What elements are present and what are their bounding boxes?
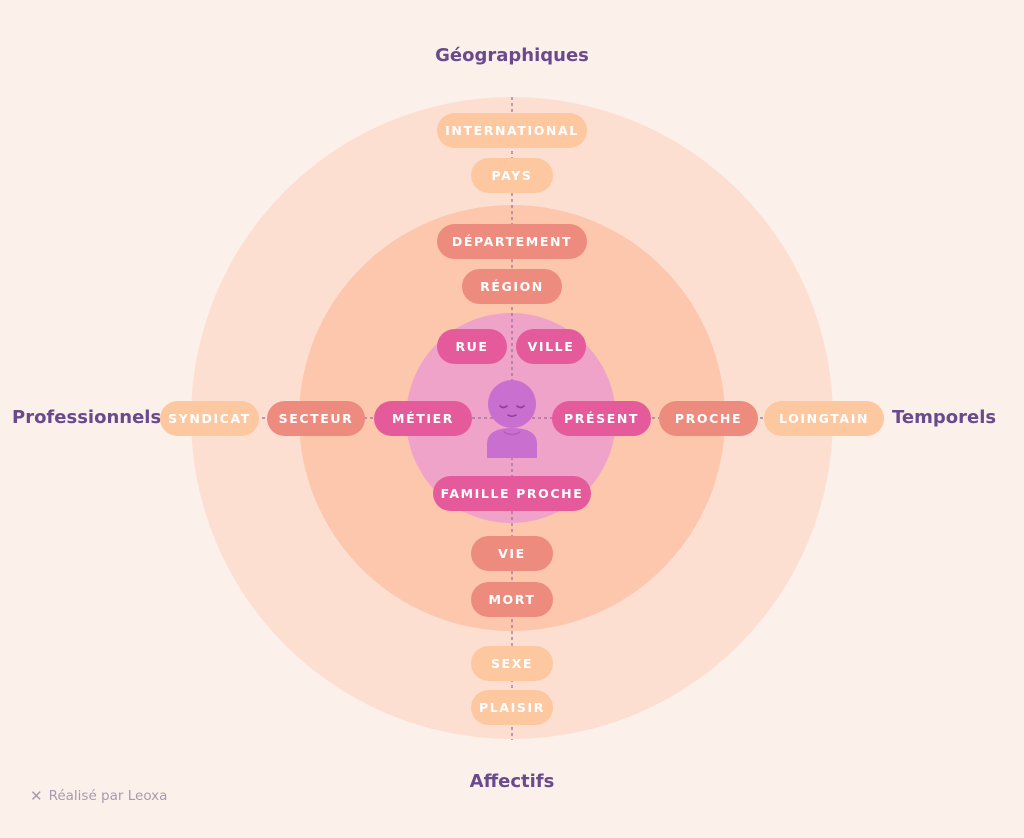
- tag-vie: VIE: [471, 536, 553, 571]
- tag-departement: DÉPARTEMENT: [437, 224, 587, 259]
- tag-present: PRÉSENT: [552, 401, 651, 436]
- tag-famille-proche: FAMILLE PROCHE: [433, 476, 591, 511]
- axis-label-professionnels: Professionnels: [12, 407, 162, 428]
- tag-loingtain: LOINGTAIN: [764, 401, 884, 436]
- axis-label-temporels: Temporels: [892, 407, 997, 428]
- tag-rue: RUE: [437, 329, 507, 364]
- tag-pays: PAYS: [471, 158, 553, 193]
- axis-label-affectifs: Affectifs: [469, 771, 555, 792]
- tag-mort: MORT: [471, 582, 553, 617]
- tag-sexe: SEXE: [471, 646, 553, 681]
- tag-ville: VILLE: [516, 329, 586, 364]
- tag-plaisir: PLAISIR: [471, 690, 553, 725]
- tag-proche: PROCHE: [659, 401, 758, 436]
- credit-text: Réalisé par Leoxa: [48, 788, 168, 804]
- person-icon: [487, 380, 537, 458]
- x-icon: ✕: [30, 787, 43, 805]
- tag-secteur: SECTEUR: [267, 401, 365, 436]
- tag-international: INTERNATIONAL: [437, 113, 587, 148]
- tag-metier: MÉTIER: [374, 401, 472, 436]
- credit: ✕ Réalisé par Leoxa: [30, 787, 167, 805]
- axis-label-geographiques: Géographiques: [435, 45, 589, 66]
- tag-syndicat: SYNDICAT: [160, 401, 259, 436]
- tag-region: RÉGION: [462, 269, 562, 304]
